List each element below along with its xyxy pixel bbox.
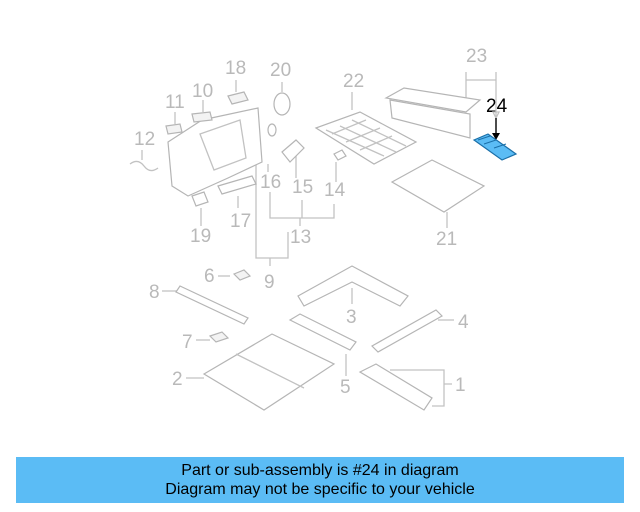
callout-6[interactable]: 6 [204, 266, 215, 287]
part-22-cargo-net [314, 111, 418, 165]
part-23-tonneau-cover [384, 87, 482, 139]
part-8-rail [175, 285, 249, 325]
callout-5[interactable]: 5 [340, 377, 351, 398]
callout-16[interactable]: 16 [260, 172, 281, 193]
callout-8[interactable]: 8 [149, 282, 160, 303]
callout-10[interactable]: 10 [192, 81, 213, 102]
info-banner: Part or sub-assembly is #24 in diagram D… [16, 457, 624, 503]
callout-18[interactable]: 18 [225, 58, 246, 79]
callout-15[interactable]: 15 [292, 177, 313, 198]
part-21-floor-mat [390, 159, 486, 213]
leader-lines [141, 72, 501, 407]
part-24-highlighted[interactable] [472, 133, 518, 161]
callout-19[interactable]: 19 [190, 226, 211, 247]
callout-12[interactable]: 12 [134, 129, 155, 150]
callout-9[interactable]: 9 [264, 272, 275, 293]
callout-1[interactable]: 1 [455, 375, 466, 396]
small-parts [129, 91, 347, 343]
part-5-bracket [288, 313, 357, 351]
part-1-bumper-trim [358, 363, 433, 411]
callout-3[interactable]: 3 [346, 307, 357, 328]
callout-22[interactable]: 22 [343, 71, 364, 92]
callout-7[interactable]: 7 [182, 332, 193, 353]
part-3-sill-trim [297, 265, 409, 307]
callout-23[interactable]: 23 [466, 46, 487, 67]
callout-17[interactable]: 17 [230, 211, 251, 232]
callout-20[interactable]: 20 [270, 60, 291, 81]
part-2-floor-board [202, 333, 336, 411]
callout-14[interactable]: 14 [324, 180, 346, 201]
callout-13[interactable]: 13 [290, 227, 311, 248]
callout-11[interactable]: 11 [165, 92, 185, 113]
banner-line-1: Part or sub-assembly is #24 in diagram [181, 462, 459, 479]
callout-2[interactable]: 2 [172, 369, 183, 390]
banner-line-2: Diagram may not be specific to your vehi… [165, 481, 475, 498]
callout-24[interactable]: 24 [486, 96, 508, 117]
parts-diagram: 1 2 3 4 5 6 7 8 9 10 11 12 13 14 15 16 1… [129, 46, 518, 411]
callout-21[interactable]: 21 [436, 229, 457, 250]
callout-4[interactable]: 4 [458, 312, 469, 333]
part-4-side-trim [371, 309, 443, 353]
